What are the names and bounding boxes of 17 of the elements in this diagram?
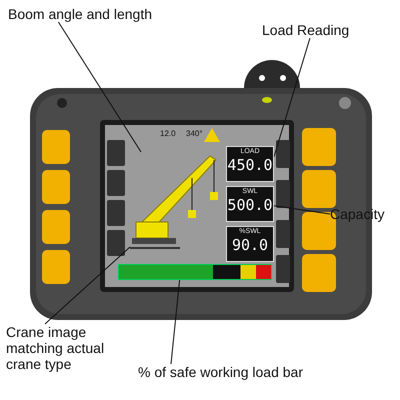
callout-text: % of safe working load bar [138, 364, 303, 380]
leader-line [274, 205, 330, 214]
readout-value: 500.0 [227, 196, 273, 214]
readout-value: 90.0 [232, 236, 268, 254]
screen-reading: 340° [186, 129, 203, 139]
callout-text: Load Reading [262, 22, 350, 38]
leader-line [274, 38, 310, 158]
callout-text: Crane image matching actual crane type [6, 324, 136, 372]
screen-reading: 12.0 [160, 129, 176, 139]
readout-panel [226, 186, 274, 222]
readout-panel [226, 146, 274, 182]
callout-text: Boom angle and length [8, 6, 152, 22]
readout-panel [226, 226, 274, 262]
readout-value: 450.0 [227, 156, 273, 174]
load-bar [118, 264, 272, 280]
leader-line [170, 280, 180, 364]
leader-line [58, 22, 142, 152]
